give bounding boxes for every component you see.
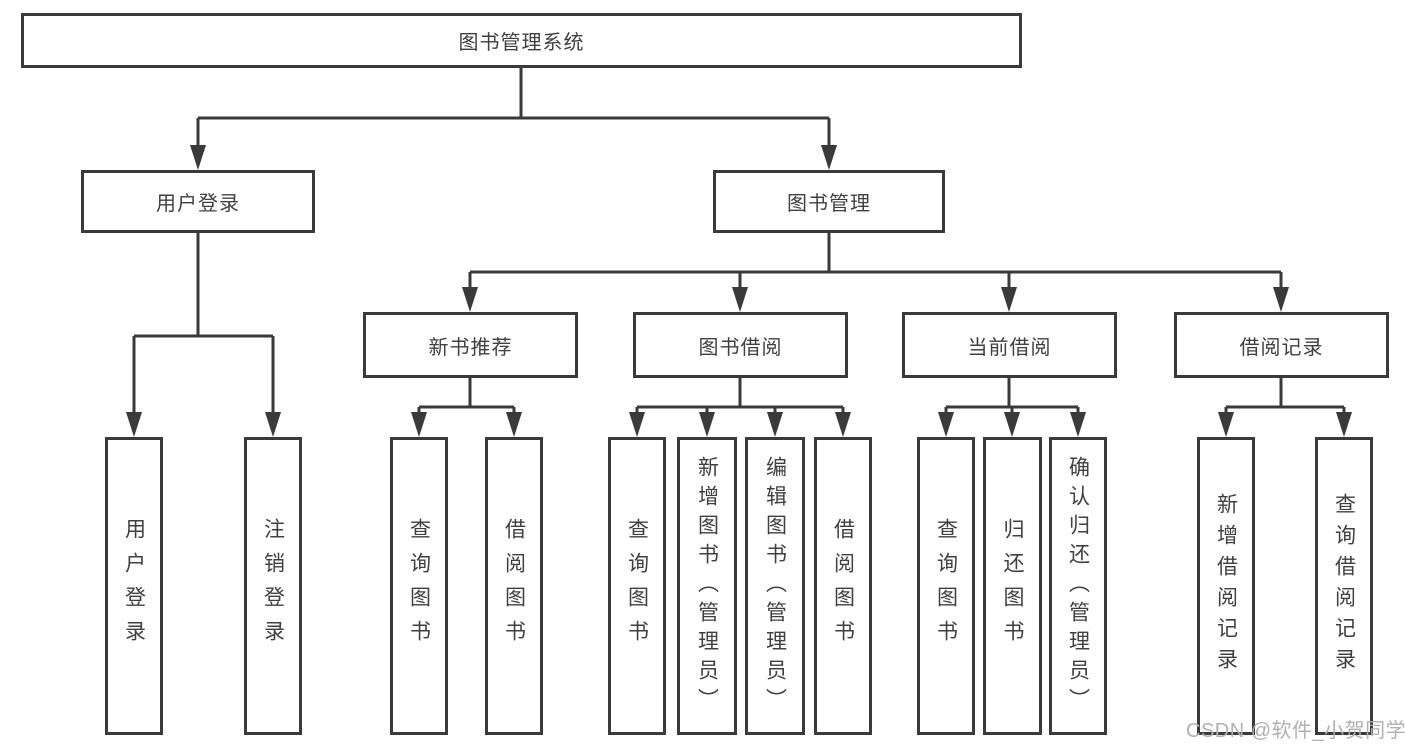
leaf-edit-book-admin: 编辑图书（管理员） [745, 437, 805, 735]
leaf-label: 确认归还（管理员） [1066, 455, 1090, 717]
node-book-borrowing: 图书借阅 [633, 312, 848, 378]
csdn-watermark: CSDN @软件_小贺同学 [1186, 720, 1405, 742]
node-label: 新书推荐 [428, 336, 513, 359]
node-label: 图书管理系统 [458, 32, 585, 54]
node-label: 图书借阅 [698, 336, 783, 359]
node-label: 用户登录 [156, 193, 240, 215]
leaf-label: 编辑图书（管理员） [763, 455, 787, 717]
leaf-borrow-books-recommend: 借阅图书 [485, 437, 543, 735]
node-borrowing-records: 借阅记录 [1174, 312, 1389, 378]
leaf-user-login: 用户登录 [105, 437, 163, 735]
leaf-confirm-return-admin: 确认归还（管理员） [1049, 437, 1107, 735]
node-book-management: 图书管理 [713, 170, 945, 233]
leaf-borrow-books: 借阅图书 [814, 437, 872, 735]
leaf-label: 查询借阅记录 [1332, 493, 1356, 679]
leaf-label: 查询图书 [625, 518, 649, 654]
node-label: 当前借阅 [967, 336, 1052, 359]
leaf-logout: 注销登录 [244, 437, 302, 735]
node-new-book-recommend: 新书推荐 [363, 312, 578, 378]
node-label: 图书管理 [787, 193, 871, 215]
leaf-label: 归还图书 [1001, 518, 1024, 654]
leaf-query-borrow-record: 查询借阅记录 [1315, 437, 1373, 735]
leaf-label: 借阅图书 [502, 518, 526, 654]
leaf-label: 查询图书 [407, 518, 431, 654]
node-library-management-system: 图书管理系统 [21, 13, 1022, 68]
node-current-borrowing: 当前借阅 [902, 312, 1117, 378]
leaf-label: 借阅图书 [831, 518, 855, 654]
leaf-return-books: 归还图书 [983, 437, 1042, 735]
leaf-add-book-admin: 新增图书（管理员） [677, 437, 737, 735]
node-user-login: 用户登录 [81, 170, 315, 233]
leaf-label: 用户登录 [122, 518, 146, 654]
leaf-query-books-recommend: 查询图书 [390, 437, 448, 735]
leaf-query-books-current: 查询图书 [917, 437, 975, 735]
leaf-label: 新增借阅记录 [1214, 493, 1238, 679]
node-label: 借阅记录 [1239, 336, 1324, 359]
leaf-add-borrow-record: 新增借阅记录 [1197, 437, 1255, 735]
leaf-query-books-borrow: 查询图书 [608, 437, 666, 735]
leaf-label: 注销登录 [261, 518, 285, 654]
leaf-label: 查询图书 [934, 518, 958, 654]
leaf-label: 新增图书（管理员） [695, 455, 719, 717]
